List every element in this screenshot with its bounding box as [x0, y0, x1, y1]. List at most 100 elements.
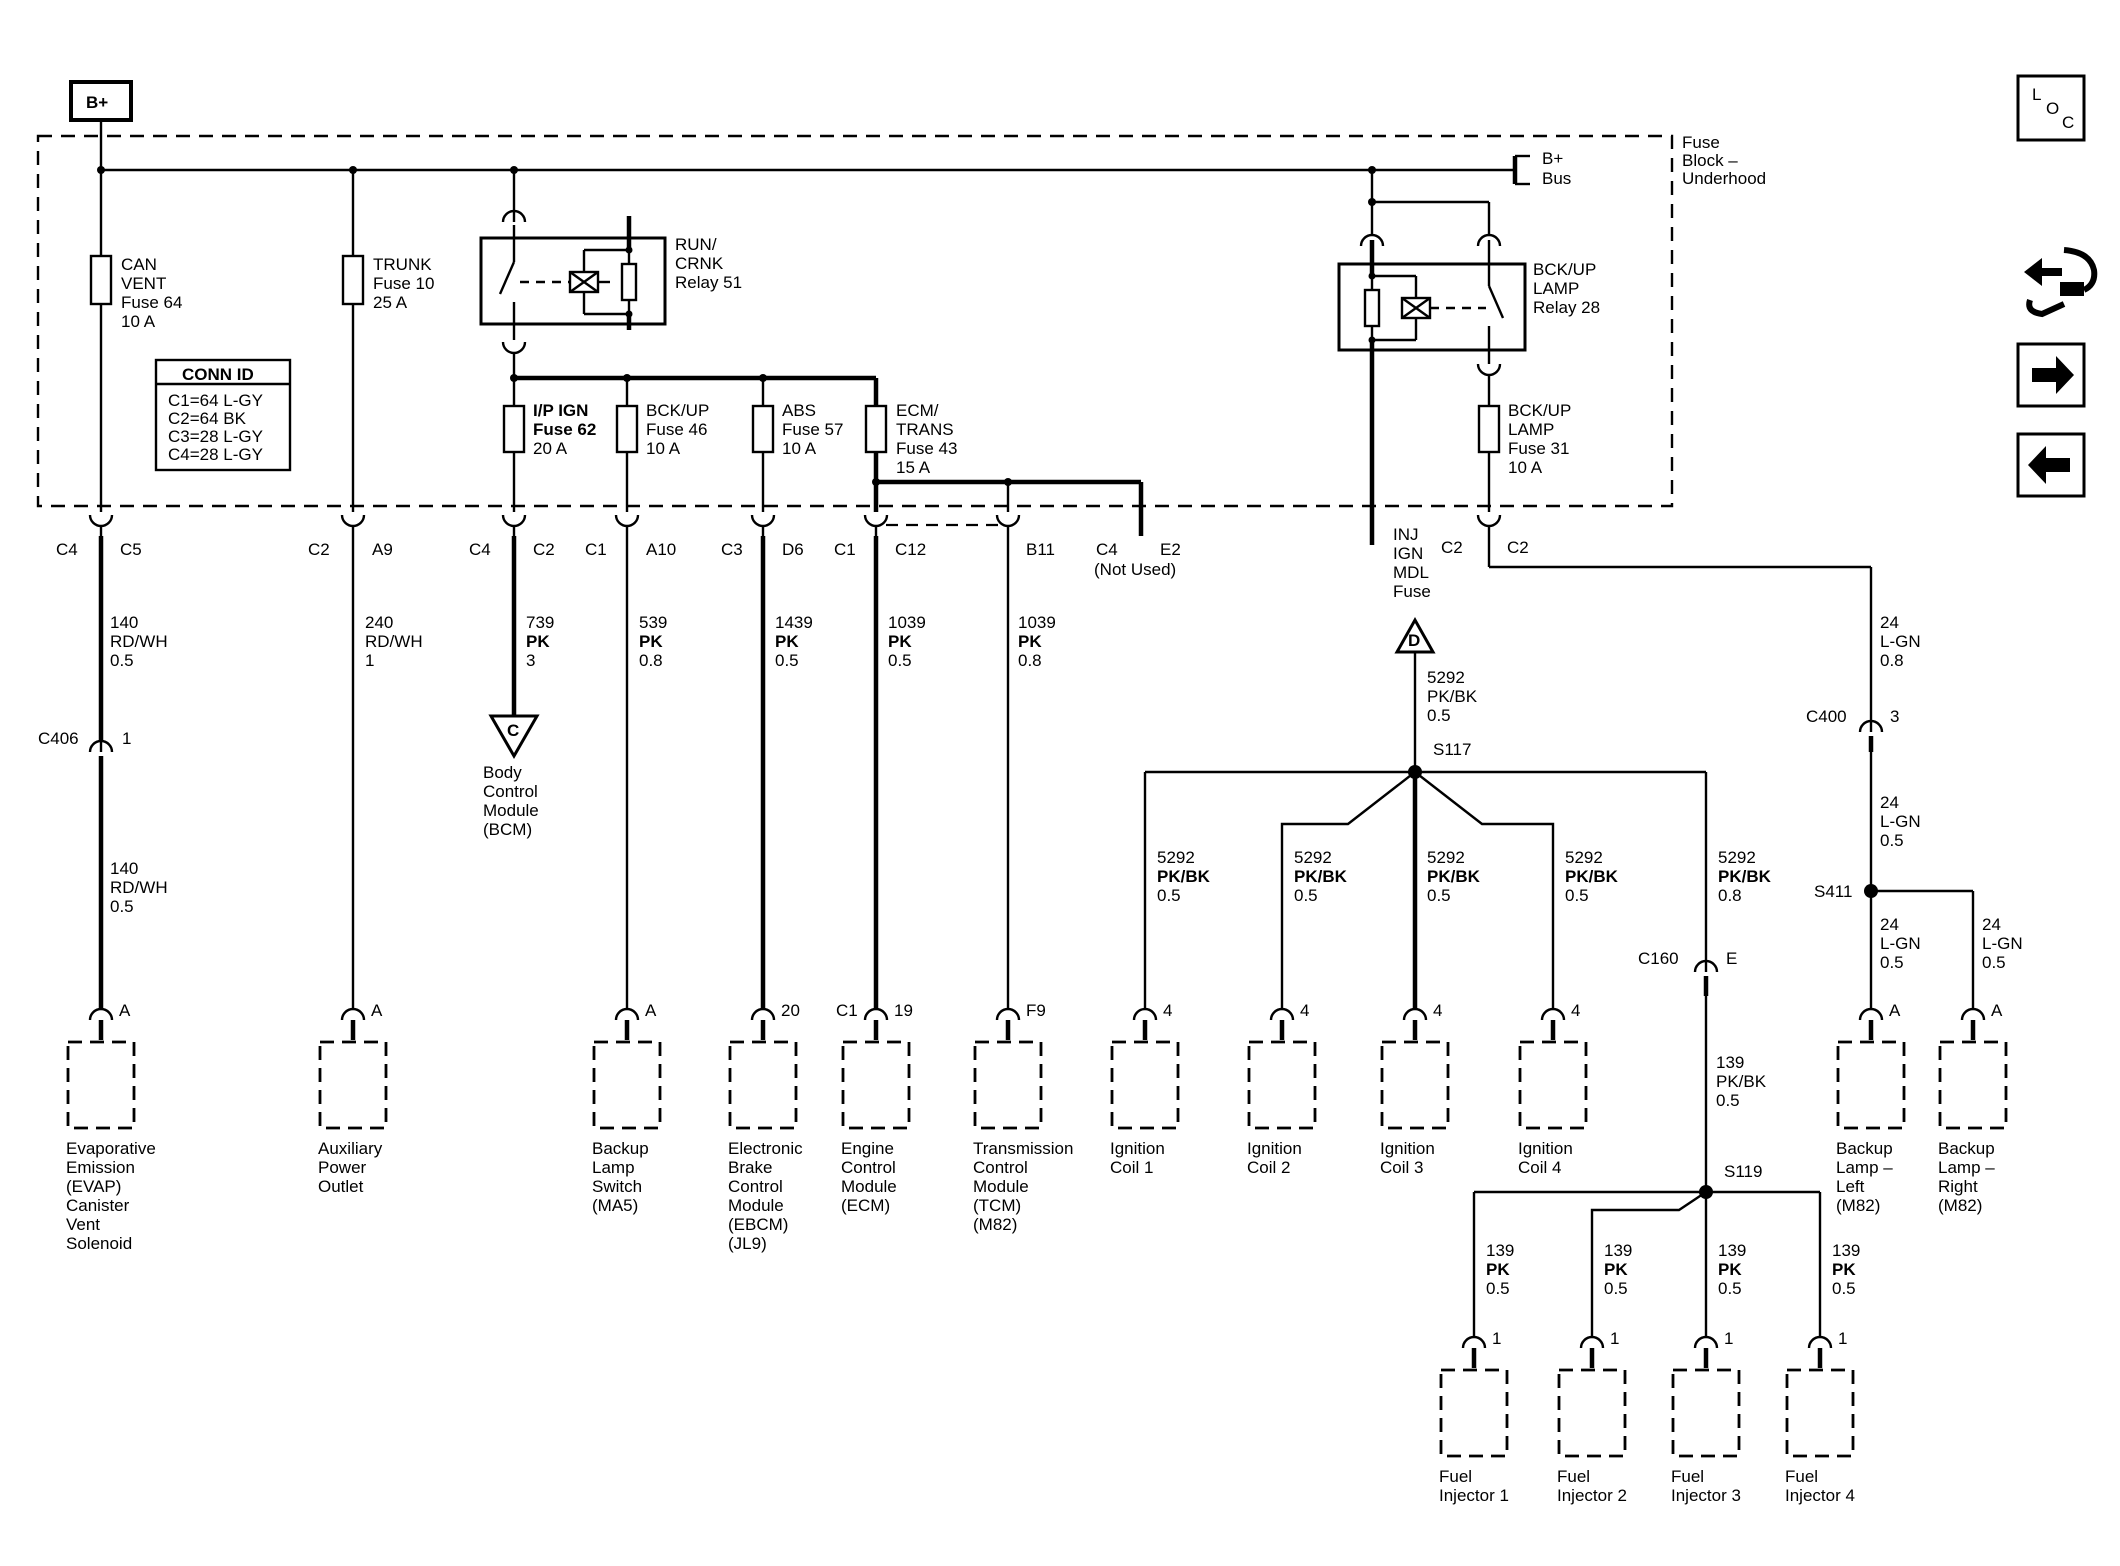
relay-run-crnk-label: RUN/ CRNK Relay 51 — [675, 235, 742, 292]
bus-label: B+ Bus — [1542, 149, 1571, 188]
svg-text:C4=28 L-GY: C4=28 L-GY — [168, 445, 263, 464]
bplus-label: B+ — [86, 93, 108, 112]
fuse-bckup-lamp-31 — [1477, 404, 1501, 454]
offpage-c-triangle — [488, 714, 540, 760]
pin-label: F9 — [1026, 1001, 1046, 1020]
pin-label: 1 — [1838, 1329, 1847, 1348]
fuse-trunk — [341, 254, 365, 306]
fuse-bckup-46-label: BCK/UP Fuse 46 10 A — [646, 401, 714, 458]
pin-label: A — [1991, 1001, 2003, 1020]
fuse-block-connectors — [88, 514, 1502, 536]
previous-page-button[interactable] — [2016, 432, 2086, 498]
fuse-bckup-lamp-31-label: BCK/UP LAMP Fuse 31 10 A — [1508, 401, 1576, 477]
bcm-label: Body Control Module (BCM) — [483, 763, 544, 839]
pin-label: 4 — [1163, 1001, 1172, 1020]
splice-s411-label: S411 — [1814, 882, 1852, 901]
fuse-ecm-trans — [864, 404, 888, 454]
offpage-d-label: D — [1408, 631, 1420, 650]
fuse-bckup-46 — [615, 404, 639, 454]
fuse-ip-ign — [502, 404, 526, 454]
arrow-right-icon — [2032, 356, 2074, 394]
svg-text:O: O — [2046, 99, 2059, 118]
svg-text:C: C — [2062, 113, 2074, 132]
offpage-c-label: C — [507, 721, 519, 740]
splice-s117-label: S117 — [1433, 740, 1471, 759]
svg-text:C2=64 BK: C2=64 BK — [168, 409, 247, 428]
fuse-block-boundary — [36, 134, 1674, 508]
fuse-ecm-trans-label: ECM/ TRANS Fuse 43 15 A — [896, 401, 962, 477]
arrow-left-icon — [2028, 446, 2070, 484]
connector-c7-label: B11 — [1026, 540, 1055, 559]
fuse-ip-ign-label: I/P IGN Fuse 62 20 A — [533, 401, 601, 458]
connector-view-icon[interactable] — [2024, 247, 2098, 318]
loc-button[interactable]: L O C — [2016, 74, 2086, 142]
pin-label: A — [371, 1001, 383, 1020]
pin-label: 1 — [1610, 1329, 1619, 1348]
svg-text:C1=64 L-GY: C1=64 L-GY — [168, 391, 263, 410]
fuse-block-label: Fuse Block – Underhood — [1682, 133, 1766, 188]
svg-text:L: L — [2032, 85, 2041, 104]
pin-label: 20 — [781, 1001, 800, 1020]
fuse-trunk-label: TRUNK Fuse 10 25 A — [373, 255, 439, 312]
next-page-button[interactable] — [2016, 342, 2086, 408]
svg-text:CONN ID: CONN ID — [182, 365, 254, 384]
pin-label: A — [1889, 1001, 1901, 1020]
pin-label: 1 — [1724, 1329, 1733, 1348]
svg-text:C3=28 L-GY: C3=28 L-GY — [168, 427, 263, 446]
pin-label: 19 — [894, 1001, 913, 1020]
pin-label: A — [645, 1001, 657, 1020]
